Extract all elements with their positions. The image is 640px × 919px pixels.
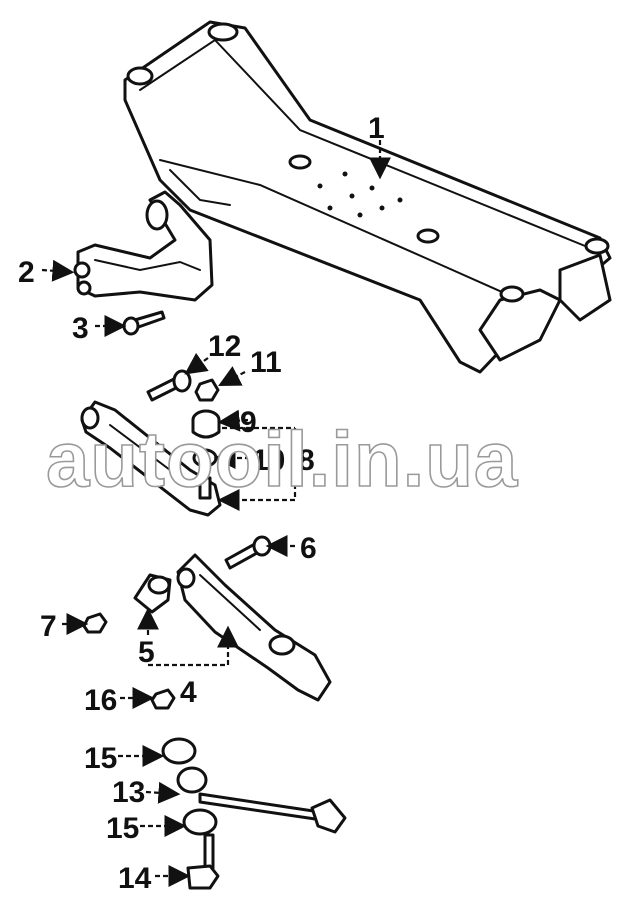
callout-4: 4	[180, 676, 197, 709]
callout-5: 5	[138, 636, 155, 669]
callout-9: 9	[240, 406, 257, 439]
callout-12: 12	[208, 330, 241, 363]
bolt-12-part	[146, 369, 192, 402]
callout-10: 10	[252, 444, 285, 477]
callout-8: 8	[298, 444, 315, 477]
callout-13: 13	[112, 776, 145, 809]
callout-15-lower: 15	[106, 812, 139, 845]
callout-3: 3	[72, 312, 89, 345]
callout-labels: 1 2 3 4 5 6 7 8 9 10 11 12 13 14 15 15 1…	[18, 112, 385, 895]
upper-control-arm-part	[73, 190, 214, 302]
bushing-15b-part	[182, 808, 218, 836]
bracket-14-part	[186, 864, 220, 890]
watermark-text: autooil.in.ua	[46, 415, 518, 503]
callout-2: 2	[18, 256, 35, 289]
callout-6: 6	[300, 532, 317, 565]
bushing-5-part	[133, 573, 172, 614]
callout-16: 16	[84, 684, 117, 717]
callout-7: 7	[40, 610, 57, 643]
trailing-arm-part	[176, 553, 332, 702]
bolt-3-part	[122, 310, 166, 336]
nut-16-part	[150, 688, 176, 710]
bushing-15a-part	[161, 737, 197, 765]
nut-7-part	[82, 612, 108, 634]
nut-11-part	[194, 378, 220, 402]
bolt-6-part	[224, 535, 272, 570]
crossmember-part	[123, 20, 612, 374]
callout-14: 14	[118, 862, 152, 895]
stud-part	[198, 476, 212, 500]
callout-1: 1	[368, 112, 385, 145]
leader-lines	[41, 140, 391, 887]
callout-11: 11	[250, 346, 282, 379]
callout-15-upper: 15	[84, 742, 117, 775]
